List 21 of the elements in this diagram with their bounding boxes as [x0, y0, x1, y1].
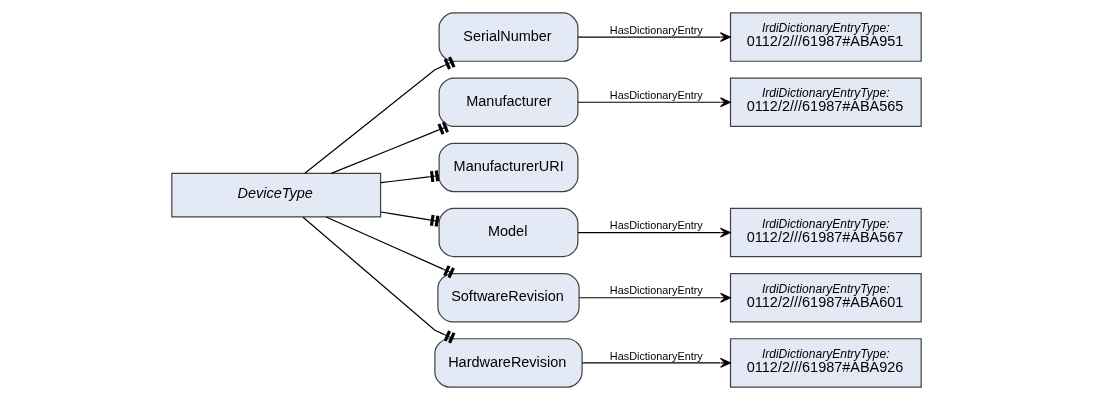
edge-label: HasDictionaryEntry [609, 349, 703, 362]
node-box: DeviceType [171, 172, 382, 218]
node-box: IrdiDictionaryEntryType: 0112/2///61987#ABA565 [729, 77, 922, 127]
node-box: SoftwareRevision [437, 273, 580, 323]
edge-label: HasDictionaryEntry [609, 219, 703, 232]
edge-label: HasDictionaryEntry [609, 88, 703, 101]
arrow [577, 97, 731, 108]
node-box: IrdiDictionaryEntryType: 0112/2///61987#ABA567 [729, 207, 922, 258]
node-box: IrdiDictionaryEntryType: 0112/2///61987#ABA951 [729, 12, 922, 62]
connector [304, 56, 456, 174]
edge-label: HasDictionaryEntry [609, 284, 703, 297]
arrow [581, 357, 731, 368]
node-box: IrdiDictionaryEntryType: 0112/2///61987#ABA601 [729, 273, 922, 323]
arrow [577, 32, 731, 43]
arrow [577, 227, 731, 238]
arrow [578, 292, 731, 303]
node-box: ManufacturerURI [438, 142, 579, 193]
edge-label: HasDictionaryEntry [609, 23, 703, 36]
node-box: Model [438, 207, 579, 258]
connector [330, 121, 449, 174]
node-box: IrdiDictionaryEntryType: 0112/2///61987#ABA926 [729, 338, 922, 388]
